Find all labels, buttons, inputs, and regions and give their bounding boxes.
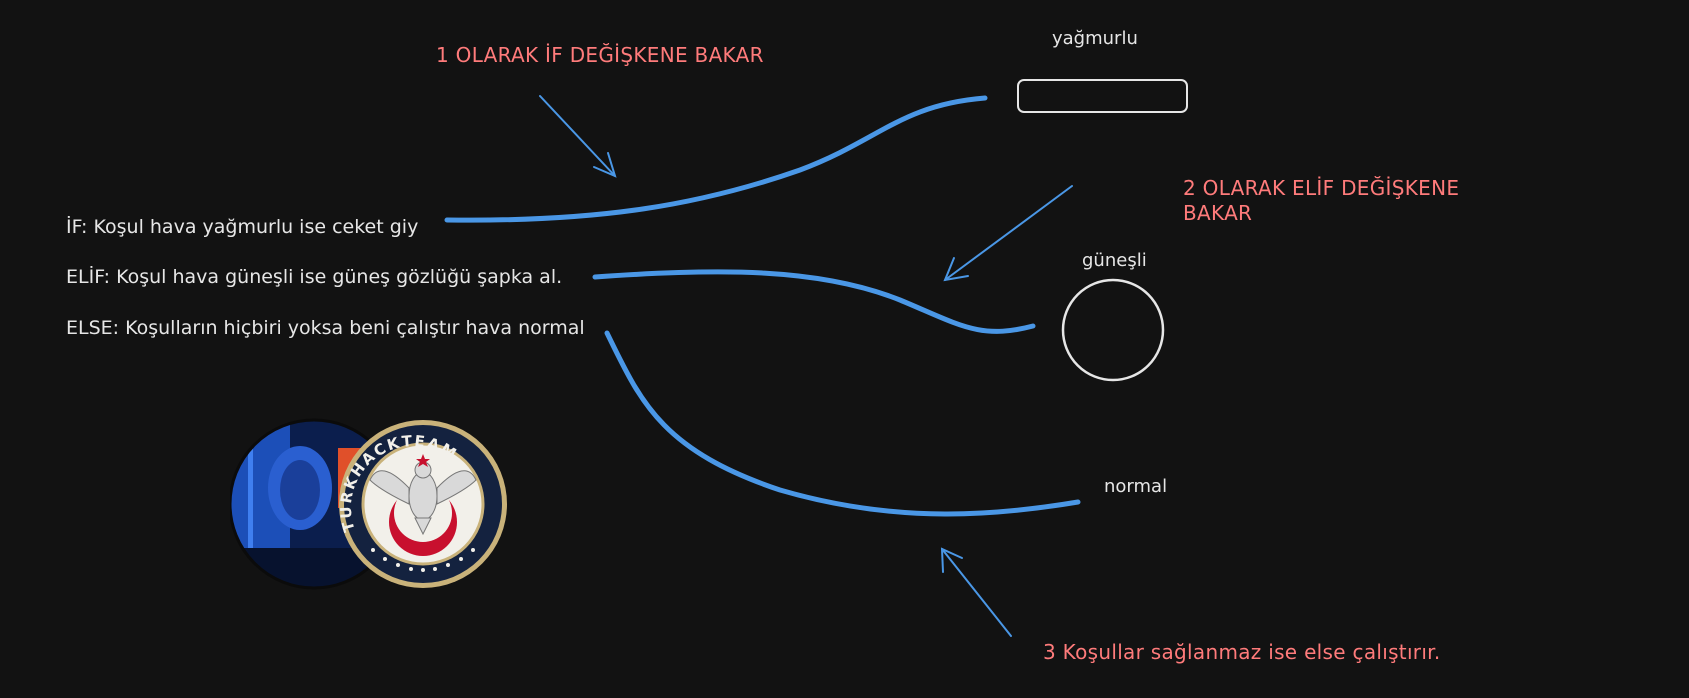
- elif-condition-text: ELİF: Koşul hava güneşli ise güneş gözlü…: [66, 266, 563, 288]
- note-1-arrow: [539, 95, 617, 178]
- sunny-circle: [1061, 278, 1165, 382]
- else-condition-text: ELSE: Koşulların hiçbiri yoksa beni çalı…: [66, 317, 585, 339]
- note-2: 2 OLARAK ELİF DEĞİŞKENE BAKAR: [1183, 176, 1460, 225]
- rainy-box: [1017, 79, 1188, 113]
- note-2-arrow: [943, 185, 1073, 282]
- rainy-label: yağmurlu: [1052, 28, 1138, 49]
- if-connector: [444, 95, 988, 223]
- note-1: 1 OLARAK İF DEĞİŞKENE BAKAR: [436, 43, 764, 67]
- note-3: 3 Koşullar sağlanmaz ise else çalıştırır…: [1043, 640, 1441, 664]
- turkhackteam-logo: TURKHACKTEAM: [230, 418, 507, 590]
- eagle-badge-icon: [339, 420, 507, 588]
- normal-label: normal: [1104, 476, 1168, 497]
- elif-connector: [592, 269, 1036, 334]
- if-condition-text: İF: Koşul hava yağmurlu ise ceket giy: [66, 216, 419, 238]
- badge-dots: [371, 548, 475, 572]
- note-3-arrow: [940, 547, 1012, 637]
- sunny-label: güneşli: [1082, 250, 1147, 271]
- else-connector: [604, 330, 1081, 517]
